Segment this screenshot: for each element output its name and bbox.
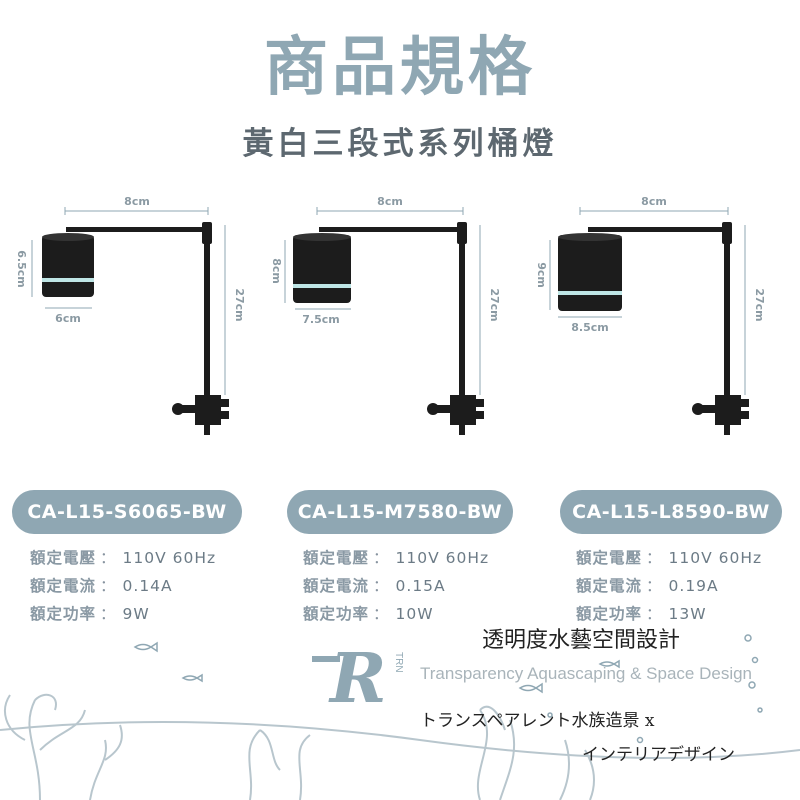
- spec-value: 9W: [122, 605, 150, 623]
- spec-value: 110V 60Hz: [122, 549, 217, 567]
- spec-value: 110V 60Hz: [668, 549, 763, 567]
- page-title: 商品規格: [264, 31, 536, 105]
- spec-row: 額定電流： 0.19A: [576, 572, 762, 600]
- model-badge-medium: CA-L15-M7580-BW: [287, 490, 513, 534]
- spec-value: 0.14A: [122, 577, 173, 595]
- spec-row: 額定電流： 0.14A: [30, 572, 216, 600]
- model-badge-small: CA-L15-S6065-BW: [12, 490, 242, 534]
- spec-value: 0.19A: [668, 577, 719, 595]
- dim-lamp-height-label: 6.5cm: [15, 250, 28, 287]
- lamp-illustration-medium: 8cm 8cm 7.5cm 27cm: [270, 195, 501, 435]
- dim-lamp-width-label: 8.5cm: [571, 321, 608, 334]
- spec-row: 額定功率： 10W: [303, 600, 489, 628]
- spec-separator: ：: [373, 605, 390, 623]
- logo-small-text: TRN: [393, 652, 404, 673]
- underwater-decoration: [0, 634, 800, 800]
- spec-label: 額定電流: [30, 577, 97, 595]
- spec-separator: ：: [373, 577, 390, 595]
- spec-list-small: 額定電壓：110V 60Hz 額定電流：0.14A 額定功率：9W: [30, 544, 216, 628]
- dim-arm-label: 8cm: [641, 195, 667, 208]
- spec-label: 額定功率: [30, 605, 97, 623]
- spec-label: 額定功率: [576, 605, 643, 623]
- spec-label: 額定功率: [303, 605, 370, 623]
- spec-list-large: 額定電壓：110V 60Hz 額定電流：0.19A 額定功率：13W: [576, 544, 762, 628]
- model-badge-large: CA-L15-L8590-BW: [560, 490, 782, 534]
- logo-letter: R: [328, 639, 387, 716]
- brand-name-japanese-line1: トランスペアレント水族造景 x: [420, 711, 655, 731]
- dim-lamp-height-label: 9cm: [535, 262, 548, 288]
- spec-separator: ：: [646, 549, 663, 567]
- spec-label: 額定電壓: [576, 549, 643, 567]
- dim-lamp-height-label: 8cm: [270, 258, 283, 284]
- dim-pole-label: 27cm: [233, 288, 246, 321]
- lamp-illustration-large: 8cm 9cm 8.5cm 27cm: [535, 195, 766, 435]
- dim-pole-label: 27cm: [488, 288, 501, 321]
- spec-label: 額定電流: [576, 577, 643, 595]
- spec-row: 額定功率： 9W: [30, 600, 216, 628]
- spec-separator: ：: [100, 577, 117, 595]
- spec-value: 10W: [395, 605, 434, 623]
- spec-separator: ：: [100, 605, 117, 623]
- spec-list-medium: 額定電壓：110V 60Hz 額定電流：0.15A 額定功率：10W: [303, 544, 489, 628]
- spec-label: 額定電流: [303, 577, 370, 595]
- page-subtitle: 黃白三段式系列桶燈: [242, 126, 558, 162]
- spec-separator: ：: [100, 549, 117, 567]
- spec-value: 0.15A: [395, 577, 446, 595]
- dim-pole-label: 27cm: [753, 288, 766, 321]
- dim-arm-label: 8cm: [377, 195, 403, 208]
- brand-name-chinese: 透明度水藝空間設計: [482, 628, 681, 653]
- brand-name-english: Transparency Aquascaping & Space Design: [420, 664, 753, 683]
- brand-logo: R TRN: [312, 639, 404, 716]
- spec-label: 額定電壓: [303, 549, 370, 567]
- spec-separator: ：: [646, 605, 663, 623]
- spec-separator: ：: [373, 549, 390, 567]
- spec-separator: ：: [646, 577, 663, 595]
- brand-name-japanese-line2: インテリアデザイン: [582, 745, 735, 765]
- spec-label: 額定電壓: [30, 549, 97, 567]
- spec-value: 13W: [668, 605, 707, 623]
- lamp-illustration-small: 8cm 6.5cm 6cm 27cm: [15, 195, 246, 435]
- spec-row: 額定電壓： 110V 60Hz: [303, 544, 489, 572]
- spec-row: 額定電壓： 110V 60Hz: [576, 544, 762, 572]
- dim-lamp-width-label: 6cm: [55, 312, 81, 325]
- spec-row: 額定功率： 13W: [576, 600, 762, 628]
- dim-arm-label: 8cm: [124, 195, 150, 208]
- spec-value: 110V 60Hz: [395, 549, 490, 567]
- spec-row: 額定電流： 0.15A: [303, 572, 489, 600]
- spec-row: 額定電壓： 110V 60Hz: [30, 544, 216, 572]
- dim-lamp-width-label: 7.5cm: [302, 313, 339, 326]
